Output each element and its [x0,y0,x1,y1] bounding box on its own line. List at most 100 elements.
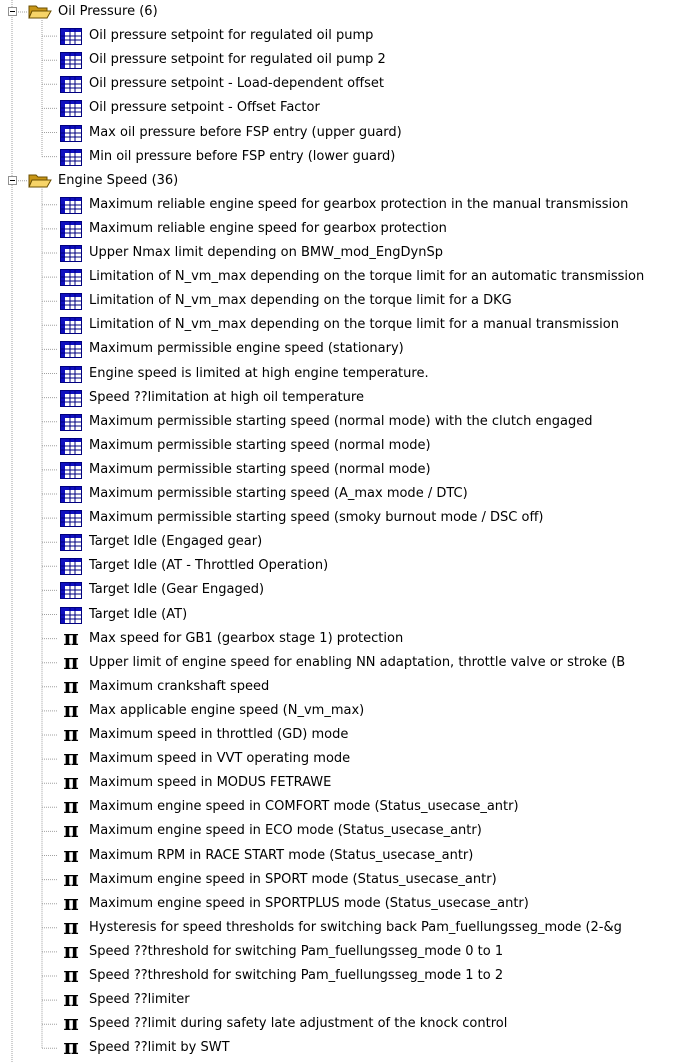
tree-item-label[interactable]: Oil pressure setpoint - Load-dependent o… [89,76,384,92]
tree-item-label[interactable]: Speed ??limit during safety late adjustm… [89,1016,508,1032]
tree-item-label[interactable]: Speed ??limit by SWT [89,1040,230,1056]
tree-item-label[interactable]: Speed ??threshold for switching Pam_fuel… [89,968,504,983]
tree-item-row[interactable]: Speed ??limitation at high oil temperatu… [0,386,680,410]
tree-item-row[interactable]: Upper Nmax limit depending on BMW_mod_En… [0,241,680,265]
tree-item-label[interactable]: Upper Nmax limit depending on BMW_mod_En… [89,245,443,260]
tree-item-row[interactable]: Min oil pressure before FSP entry (lower… [0,145,680,169]
tree-item-label[interactable]: Maximum permissible starting speed (smok… [89,510,544,526]
table-icon [60,534,82,552]
tree-item-row[interactable]: Max oil pressure before FSP entry (upper… [0,121,680,145]
tree-item-row[interactable]: Maximum reliable engine speed for gearbo… [0,193,680,217]
tree-item-label[interactable]: Max applicable engine speed (N_vm_max) [89,702,365,718]
tree-group-row[interactable]: Engine Speed (36) [0,169,680,193]
tree-item-label[interactable]: Maximum engine speed in ECO mode (Status… [89,823,482,839]
tree-item-row[interactable]: π Maximum engine speed in SPORTPLUS mode … [0,889,680,916]
tree-item-row[interactable]: Target Idle (Gear Engaged) [0,578,680,602]
tree-item-label[interactable]: Maximum engine speed in SPORTPLUS mode (… [89,895,529,911]
tree-group-label[interactable]: Oil Pressure (6) [58,4,158,19]
tree-item-label[interactable]: Target Idle (AT) [89,606,188,622]
tree-item-label[interactable]: Maximum permissible starting speed (norm… [89,437,431,453]
tree-group-label[interactable]: Engine Speed (36) [58,172,179,188]
tree-item-label[interactable]: Hysteresis for speed thresholds for swit… [89,919,622,935]
tree-item-label[interactable]: Maximum crankshaft speed [89,678,270,694]
table-icon [60,220,82,238]
tree-item-label[interactable]: Target Idle (Gear Engaged) [89,582,265,598]
tree-item-row[interactable]: Oil pressure setpoint for regulated oil … [0,24,680,48]
tree-item-row[interactable]: Maximum permissible engine speed (statio… [0,337,680,361]
pi-icon: π [63,672,79,698]
tree-group-row[interactable]: Oil Pressure (6) [0,0,680,24]
tree-item-label[interactable]: Maximum permissible starting speed (A_ma… [89,486,468,501]
tree-item-row[interactable]: Oil pressure setpoint - Load-dependent o… [0,72,680,96]
tree-item-row[interactable]: Limitation of N_vm_max depending on the … [0,289,680,313]
tree-item-row[interactable]: Maximum permissible starting speed (norm… [0,458,680,482]
tree-item-label[interactable]: Target Idle (AT - Throttled Operation) [89,558,329,574]
tree-item-label[interactable]: Limitation of N_vm_max depending on the … [89,293,512,309]
tree-item-label[interactable]: Limitation of N_vm_max depending on the … [89,317,619,333]
pi-icon: π [63,817,79,843]
tree-item-label[interactable]: Limitation of N_vm_max depending on the … [89,269,645,285]
table-icon [60,100,82,118]
tree-item-row[interactable]: Maximum permissible starting speed (norm… [0,410,680,434]
tree-item-label[interactable]: Engine speed is limited at high engine t… [89,365,429,381]
tree-item-row[interactable]: Maximum permissible starting speed (norm… [0,434,680,458]
pi-icon: π [63,889,79,915]
tree-item-row[interactable]: Maximum permissible starting speed (smok… [0,506,680,530]
tree-item-label[interactable]: Maximum reliable engine speed for gearbo… [89,220,447,236]
tree-item-label[interactable]: Maximum permissible starting speed (norm… [89,413,593,429]
pi-icon: π [63,769,79,795]
tree-item-label[interactable]: Maximum permissible engine speed (statio… [89,341,404,357]
tree-item-label[interactable]: Oil pressure setpoint for regulated oil … [89,52,386,68]
tree-item-row[interactable]: Oil pressure setpoint for regulated oil … [0,48,680,72]
tree-item-row[interactable]: Target Idle (AT - Throttled Operation) [0,554,680,578]
tree-item-row[interactable]: Engine speed is limited at high engine t… [0,362,680,386]
tree-item-row[interactable]: Limitation of N_vm_max depending on the … [0,265,680,289]
tree-item-row[interactable]: Maximum permissible starting speed (A_ma… [0,482,680,506]
collapse-toggle-icon[interactable] [8,7,17,16]
tree-item-label[interactable]: Maximum speed in MODUS FETRAWE [89,775,332,791]
tree-item-row[interactable]: π Maximum speed in MODUS FETRAWE [0,771,680,795]
tree-item-row[interactable]: Oil pressure setpoint - Offset Factor [0,96,680,120]
tree-item-label[interactable]: Upper limit of engine speed for enabling… [89,654,626,670]
tree-item-label[interactable]: Oil pressure setpoint for regulated oil … [89,28,374,44]
tree-item-label[interactable]: Speed ??threshold for switching Pam_fuel… [89,943,504,959]
collapse-toggle-icon[interactable] [8,175,17,185]
tree-item-label[interactable]: Max oil pressure before FSP entry (upper… [89,124,402,140]
table-icon [60,558,82,576]
tree-item-label[interactable]: Maximum speed in VVT operating mode [89,751,351,767]
tree-item-label[interactable]: Maximum reliable engine speed for gearbo… [89,196,629,212]
tree-item-label[interactable]: Target Idle (Engaged gear) [89,534,263,550]
tree-item-row[interactable]: Target Idle (AT) [0,603,680,627]
tree-item-label[interactable]: Speed ??limiter [89,992,190,1008]
tree-item-label[interactable]: Maximum speed in throttled (GD) mode [89,727,349,742]
tree-item-label[interactable]: Maximum RPM in RACE START mode (Status_u… [89,847,474,863]
tree-item-row[interactable]: π Maximum engine speed in ECO mode (Statu… [0,819,680,843]
tree-item-label[interactable]: Speed ??limitation at high oil temperatu… [89,389,364,405]
table-icon [60,582,82,600]
tree-item-label[interactable]: Maximum engine speed in SPORT mode (Stat… [89,871,497,887]
tree-item-label[interactable]: Maximum permissible starting speed (norm… [89,461,431,477]
tree-item-label[interactable]: Maximum engine speed in COMFORT mode (St… [89,799,519,815]
tree-item-label[interactable]: Max speed for GB1 (gearbox stage 1) prot… [89,630,404,646]
tree-item-row[interactable]: Target Idle (Engaged gear) [0,530,680,554]
tree-item-row[interactable]: Limitation of N_vm_max depending on the … [0,313,680,337]
tree-item-row[interactable]: Maximum reliable engine speed for gearbo… [0,217,680,241]
tree-item-label[interactable]: Min oil pressure before FSP entry (lower… [89,148,396,164]
table-icon [60,293,82,311]
tree-item-row[interactable]: π Maximum crankshaft speed [0,672,680,699]
tree-item-label[interactable]: Oil pressure setpoint - Offset Factor [89,100,320,116]
